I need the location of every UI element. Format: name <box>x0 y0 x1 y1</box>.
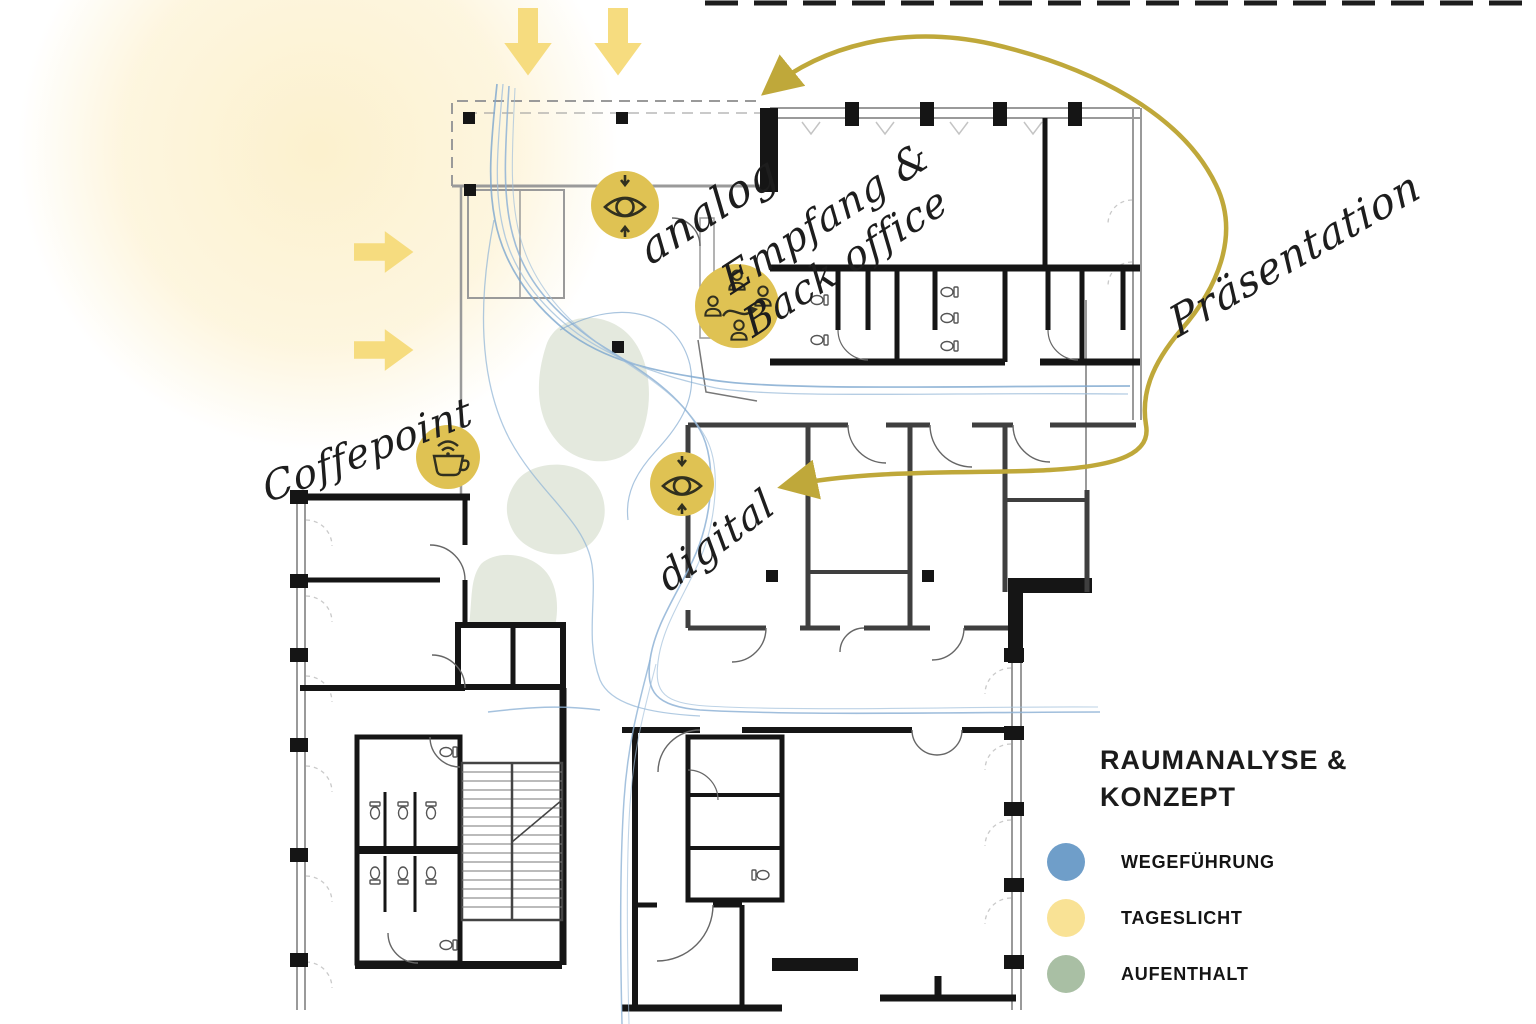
wayfinding-dot-icon <box>1047 843 1085 881</box>
meeting-people-icon <box>695 264 779 348</box>
daylight-dot-icon <box>1047 899 1085 937</box>
legend-label: AUFENTHALT <box>1121 963 1249 984</box>
staircase <box>460 761 564 922</box>
legend-item-aufenthalt: AUFENTHALT <box>1046 954 1275 994</box>
eye-attention-icon <box>591 171 659 239</box>
eye-attention-icon <box>650 452 714 516</box>
door-arcs <box>387 217 1079 964</box>
legend-label: WEGEFÜHRUNG <box>1121 851 1275 872</box>
legend-item-tageslicht: TAGESLICHT <box>1046 898 1275 938</box>
coffee-wifi-icon <box>416 425 480 489</box>
zone-markers <box>416 171 779 516</box>
legend-item-wegefuehrung: WEGEFÜHRUNG <box>1046 842 1275 882</box>
page-title: RAUMANALYSE & KONZEPT <box>1100 742 1348 816</box>
title-line2: KONZEPT <box>1100 782 1237 812</box>
presentation-curve-arrow <box>761 34 1229 500</box>
legend: WEGEFÜHRUNG TAGESLICHT AUFENTHALT <box>1046 842 1275 1010</box>
title-line1: RAUMANALYSE & <box>1100 745 1348 775</box>
legend-label: TAGESLICHT <box>1121 907 1243 928</box>
wayfinding-flow-lines <box>482 83 1131 1024</box>
stay-dot-icon <box>1047 955 1085 993</box>
legend-panel: RAUMANALYSE & KONZEPT <box>1100 742 1348 816</box>
columns <box>290 102 1082 969</box>
